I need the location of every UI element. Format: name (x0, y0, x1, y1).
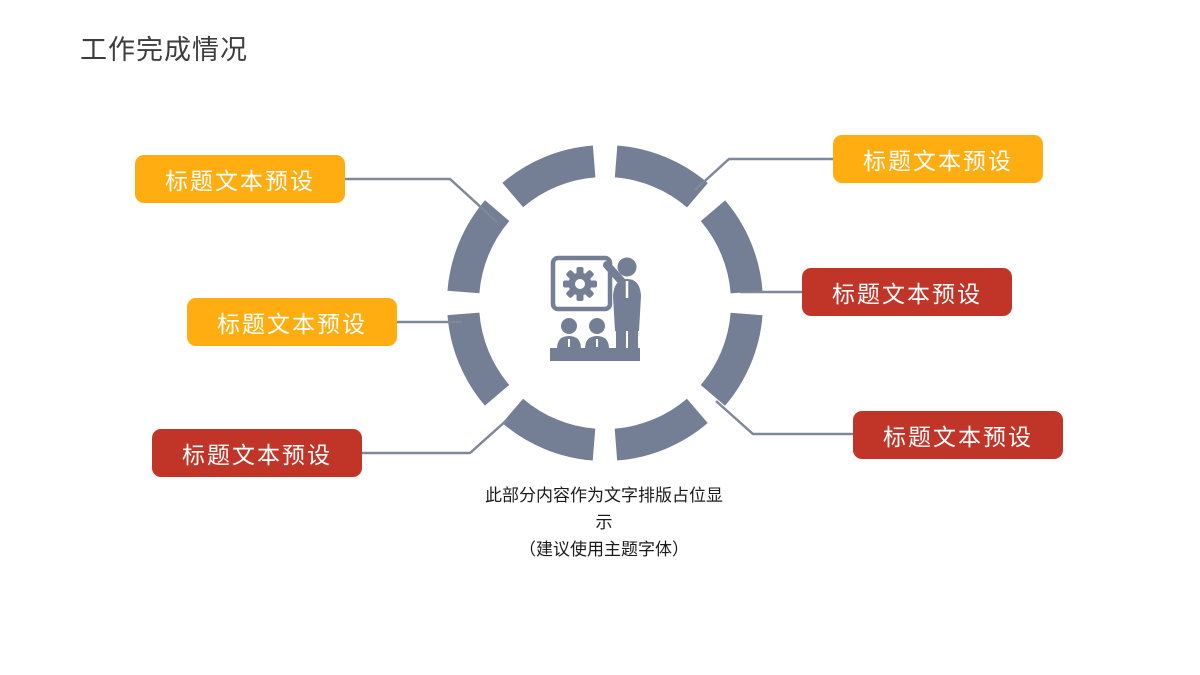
connector-lines (345, 157, 853, 455)
label-box-top-right: 标题文本预设 (833, 135, 1043, 183)
caption-line: 示 (595, 513, 613, 532)
page-title: 工作完成情况 (80, 35, 248, 65)
caption-line: 此部分内容作为文字排版占位显 (485, 486, 723, 505)
connector-bottom-left (362, 418, 509, 455)
connector-bottom-right (715, 400, 853, 436)
label-box-bottom-left: 标题文本预设 (152, 429, 362, 477)
label-box-top-left: 标题文本预设 (135, 155, 345, 203)
presenter-figure (603, 257, 641, 352)
placeholder-caption: 此部分内容作为文字排版占位显 示 （建议使用主题字体） (402, 482, 806, 563)
caption-line: （建议使用主题字体） (519, 540, 689, 559)
label-box-middle-left: 标题文本预设 (187, 298, 397, 346)
audience-figure (585, 318, 609, 349)
connector-top-right (694, 157, 833, 191)
gear-icon (563, 267, 597, 301)
connector-top-left (345, 177, 498, 223)
presentation-training-icon (550, 255, 641, 361)
label-box-middle-right: 标题文本预设 (802, 268, 1012, 316)
audience-figure (557, 318, 581, 349)
label-box-bottom-right: 标题文本预设 (853, 411, 1063, 459)
table-bar (550, 348, 640, 361)
